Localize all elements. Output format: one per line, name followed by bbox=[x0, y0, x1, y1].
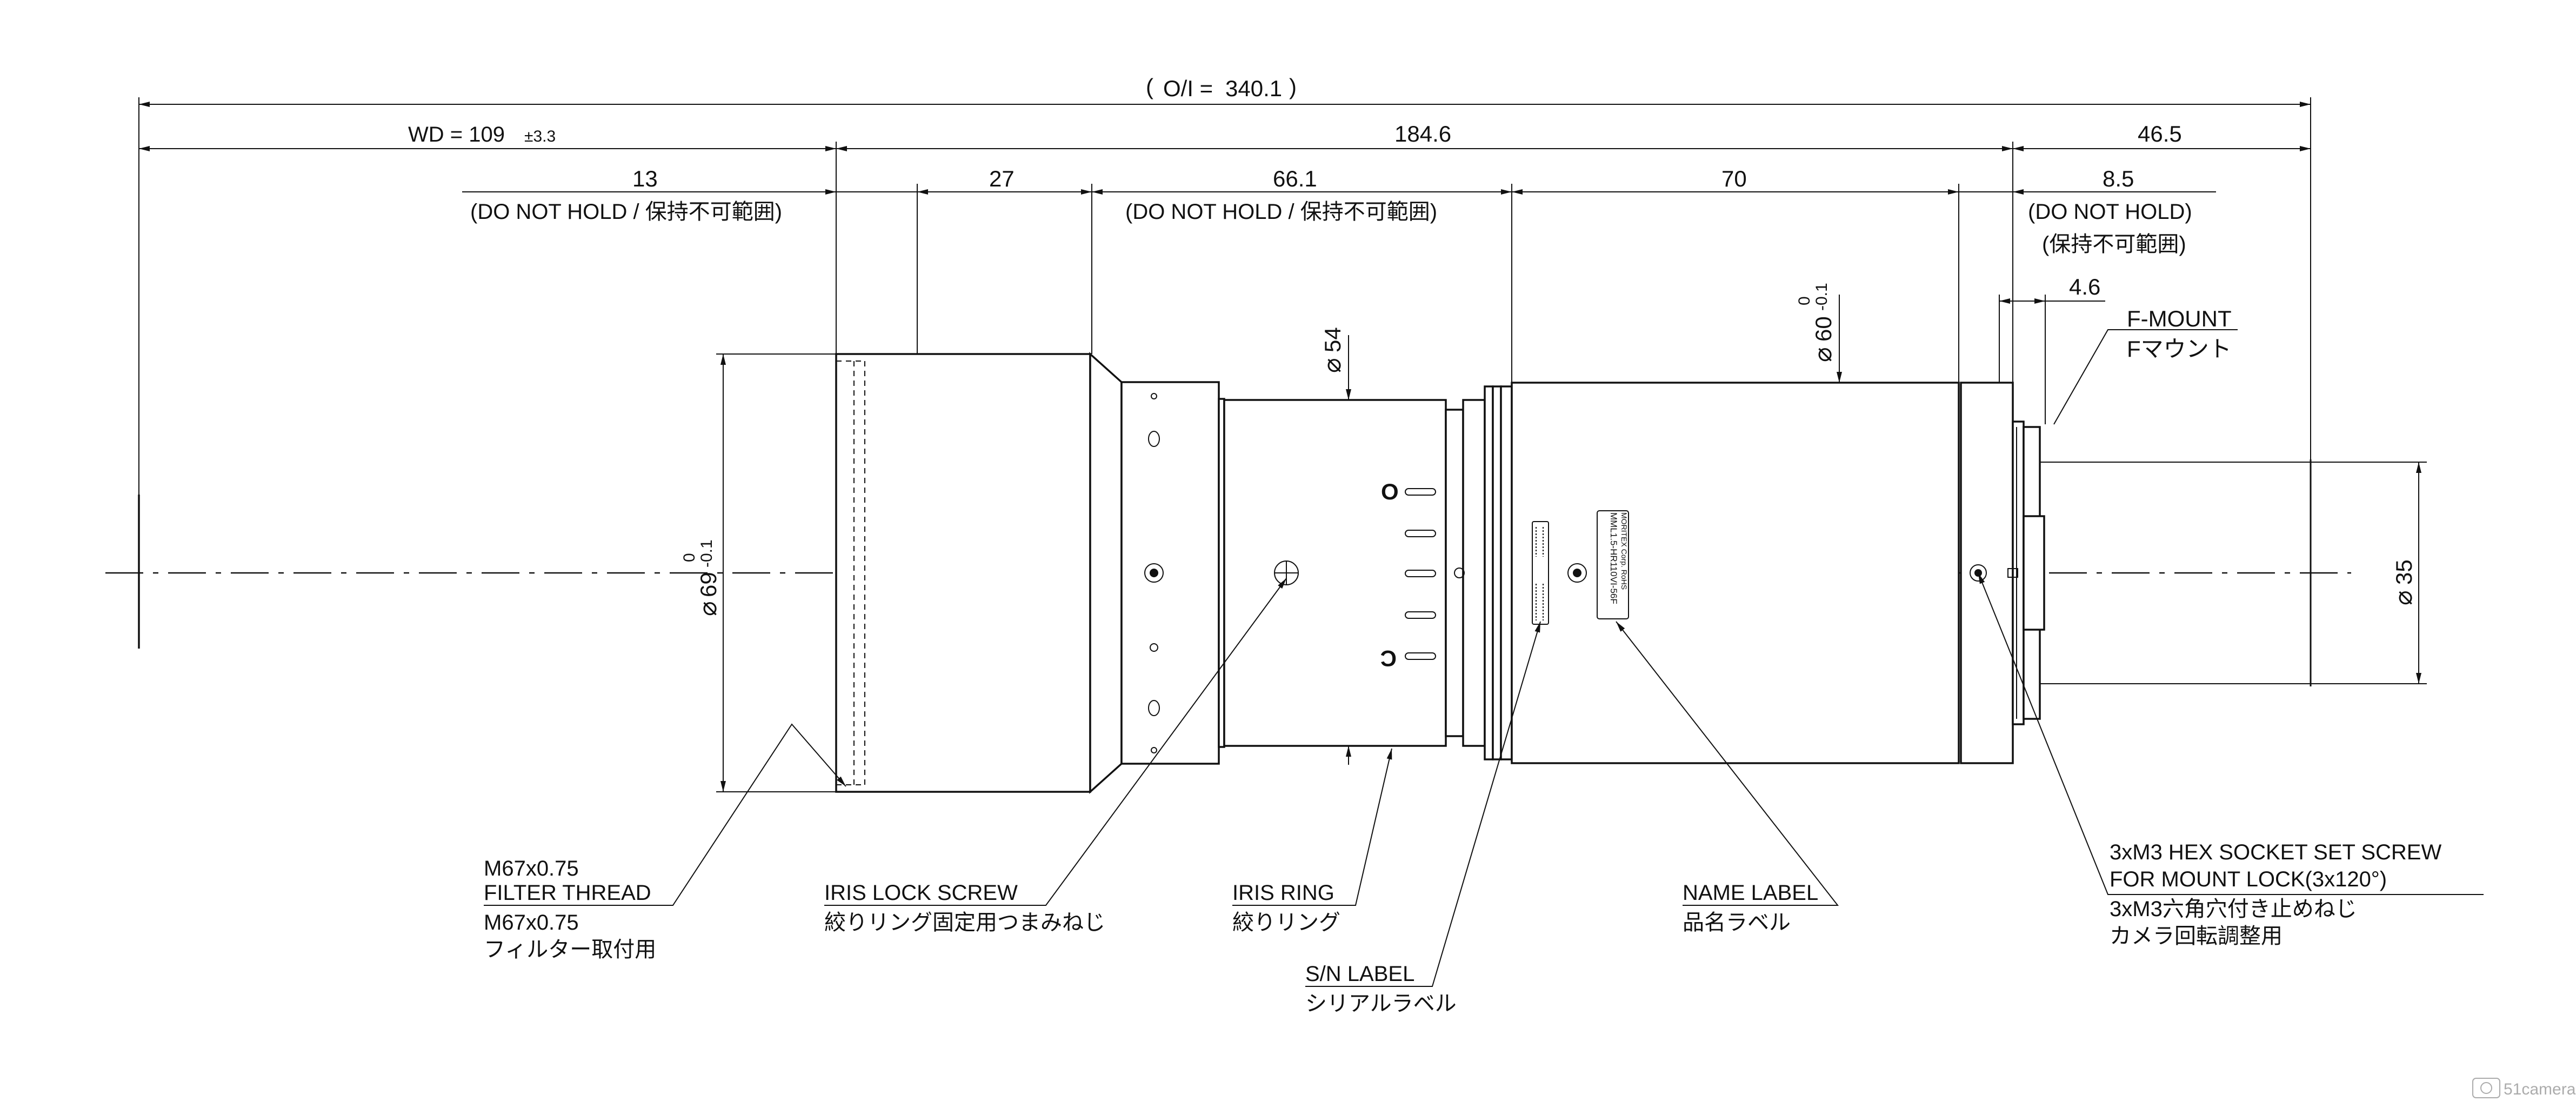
name-label-jp: 品名ラベル bbox=[1683, 911, 1791, 935]
sn-label-plate bbox=[1532, 521, 1549, 625]
iris-lock-screw-en: IRIS LOCK SCREW bbox=[824, 881, 1018, 905]
fmount-jp: Fマウント bbox=[2127, 336, 2232, 362]
wd-value: WD = 109 bbox=[408, 123, 505, 146]
front-taper bbox=[1089, 352, 1123, 794]
dia-69-group: ⌀ 69 0 -0.1 bbox=[680, 539, 722, 616]
iris-ring bbox=[1223, 399, 1447, 747]
dia-35-phi: ⌀ bbox=[2389, 590, 2417, 605]
watermark-text: 51camera bbox=[2504, 1080, 2576, 1098]
extension-lines bbox=[138, 97, 2427, 792]
iris-close-mark: C bbox=[1380, 646, 1397, 671]
fmount-en: F-MOUNT bbox=[2127, 306, 2232, 331]
no-hold-label-2: (DO NOT HOLD / 保持不可範囲) bbox=[1125, 200, 1437, 224]
name-plate-line1: MML1.5-HR110VI-56F bbox=[1609, 512, 1619, 604]
dia-60-group: ⌀ 60 0 -0.1 bbox=[1796, 283, 1837, 362]
iris-ring-en: IRIS RING bbox=[1232, 881, 1334, 905]
filter-thread-l2: FILTER THREAD bbox=[484, 881, 651, 905]
iris-ring-jp: 絞りリング bbox=[1232, 911, 1340, 935]
dim-8-5: 8.5 bbox=[2103, 166, 2134, 191]
set-screw-l1: 3xM3 HEX SOCKET SET SCREW bbox=[2110, 840, 2441, 864]
wd-tolerance: ±3.3 bbox=[524, 128, 556, 145]
front-set-screw bbox=[1144, 563, 1164, 583]
dim-66-1: 66.1 bbox=[1273, 166, 1317, 191]
dia-54-value: 54 bbox=[1320, 327, 1345, 352]
iris-lock-screw-jp: 絞りリング固定用つまみねじ bbox=[824, 911, 1105, 935]
watermark: 51camera bbox=[2472, 1078, 2576, 1098]
iris-scale: O C bbox=[1380, 479, 1436, 671]
mount-length-value: 46.5 bbox=[2138, 121, 2182, 146]
iris-open-mark: O bbox=[1381, 479, 1399, 504]
front-barrel bbox=[835, 353, 1091, 793]
callout-leaders bbox=[484, 329, 2484, 987]
filter-thread-l3: M67x0.75 bbox=[484, 911, 579, 935]
name-label-plate: MML1.5-HR110VI-56F MORITEX Corp. RoHS bbox=[1597, 510, 1629, 619]
callout-text: F-MOUNT Fマウント M67x0.75 FILTER THREAD M67… bbox=[484, 306, 2441, 1016]
dia-60-tol-bot: -0.1 bbox=[1813, 283, 1831, 311]
overall-open: ( bbox=[1146, 74, 1153, 99]
sn-label-jp: シリアルラベル bbox=[1305, 992, 1457, 1016]
dia-69-tol-top: 0 bbox=[680, 553, 698, 562]
dia-69-value: 69 bbox=[696, 572, 721, 597]
set-screw-l2: FOR MOUNT LOCK(3x120°) bbox=[2110, 867, 2387, 891]
dia-60-phi: ⌀ bbox=[1808, 347, 1837, 362]
dim-70: 70 bbox=[1721, 166, 1747, 191]
camera-logo-icon bbox=[2472, 1078, 2500, 1098]
overall-close: ) bbox=[1289, 74, 1297, 99]
dia-60-value: 60 bbox=[1811, 316, 1836, 342]
dia-69-tol-bot: -0.1 bbox=[698, 539, 716, 568]
set-screw-l3: 3xM3六角穴付き止めねじ bbox=[2110, 897, 2357, 921]
name-plate-line2: MORITEX Corp. RoHS bbox=[1620, 512, 1629, 590]
dim-13: 13 bbox=[632, 166, 658, 191]
screw-details bbox=[1144, 393, 2018, 753]
filter-thread-l1: M67x0.75 bbox=[484, 857, 579, 880]
dia-54-group: ⌀ 54 bbox=[1318, 327, 1346, 373]
dia-35-group: ⌀ 35 bbox=[2389, 559, 2417, 605]
overall-prefix: O/I = bbox=[1163, 76, 1213, 101]
set-screw-l4: カメラ回転調整用 bbox=[2110, 924, 2283, 948]
dia-60-tol-top: 0 bbox=[1796, 296, 1813, 305]
dim-27: 27 bbox=[989, 166, 1015, 191]
body-length-value: 184.6 bbox=[1394, 121, 1451, 146]
dia-54-phi: ⌀ bbox=[1318, 358, 1346, 373]
no-hold-label-3b: (保持不可範囲) bbox=[2042, 232, 2186, 256]
iris-lock-section bbox=[1120, 381, 1220, 765]
dia-35-value: 35 bbox=[2391, 559, 2417, 585]
dia-69-phi: ⌀ bbox=[693, 601, 722, 616]
filter-thread-l4: フィルター取付用 bbox=[484, 938, 656, 962]
no-hold-label-3a: (DO NOT HOLD) bbox=[2028, 200, 2192, 224]
rear-set-screw bbox=[1567, 563, 1587, 583]
overall-length-value: 340.1 bbox=[1225, 76, 1282, 101]
sn-label-en: S/N LABEL bbox=[1305, 962, 1414, 986]
name-label-en: NAME LABEL bbox=[1683, 881, 1818, 905]
dimension-text: ( O/I = 340.1 ) WD = 109 ±3.3 184.6 46.5… bbox=[408, 74, 2417, 616]
lens-body bbox=[835, 352, 2045, 794]
no-hold-label-1: (DO NOT HOLD / 保持不可範囲) bbox=[470, 200, 782, 224]
dim-4-6: 4.6 bbox=[2069, 274, 2100, 299]
